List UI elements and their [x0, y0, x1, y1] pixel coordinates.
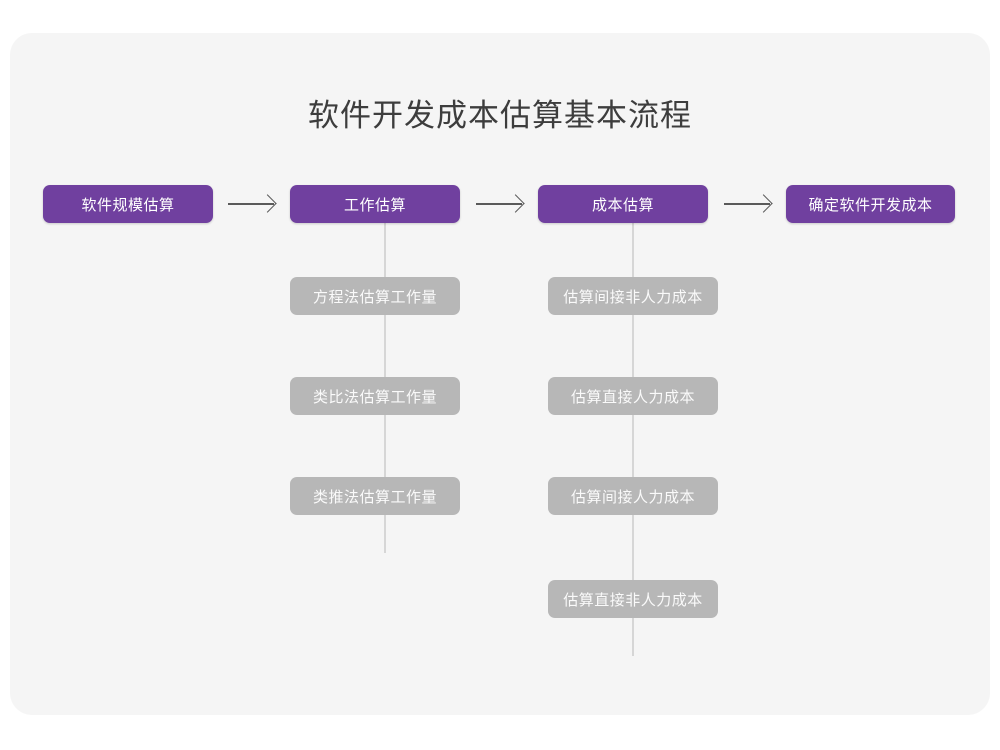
- arrow-right-icon-1: [228, 193, 277, 215]
- branch-item-direct-labor[interactable]: 估算直接人力成本: [548, 377, 718, 415]
- flow-step-cost-estimate[interactable]: 成本估算: [538, 185, 708, 223]
- flow-step-label: 工作估算: [343, 196, 406, 214]
- flow-step-final-cost[interactable]: 确定软件开发成本: [786, 185, 955, 223]
- branch-item-label: 估算直接人力成本: [570, 388, 695, 406]
- branch-item-indirect-nonlabor[interactable]: 估算间接非人力成本: [548, 277, 718, 315]
- arrow-shaft: [228, 203, 274, 205]
- arrow-shaft: [724, 203, 770, 205]
- branch-item-work-equation[interactable]: 方程法估算工作量: [290, 277, 460, 315]
- flow-step-work-estimate[interactable]: 工作估算: [290, 185, 460, 223]
- branch-item-label: 方程法估算工作量: [312, 288, 437, 306]
- branch-item-direct-nonlabor[interactable]: 估算直接非人力成本: [548, 580, 718, 618]
- arrow-right-icon-2: [476, 193, 525, 215]
- branch-item-work-inference[interactable]: 类推法估算工作量: [290, 477, 460, 515]
- flow-step-label: 成本估算: [591, 196, 654, 214]
- branch-item-work-analogy[interactable]: 类比法估算工作量: [290, 377, 460, 415]
- arrow-head: [506, 194, 525, 213]
- branch-item-label: 估算间接非人力成本: [563, 288, 703, 306]
- page-title: 软件开发成本估算基本流程: [308, 98, 692, 133]
- arrow-head: [754, 194, 773, 213]
- branch-item-label: 类比法估算工作量: [312, 388, 437, 406]
- branch-item-label: 类推法估算工作量: [312, 488, 437, 506]
- branch-item-label: 估算直接非人力成本: [563, 591, 703, 609]
- flow-step-software-size[interactable]: 软件规模估算: [43, 185, 213, 223]
- arrow-shaft: [476, 203, 522, 205]
- flow-step-label: 确定软件开发成本: [808, 196, 933, 214]
- branch-item-indirect-labor[interactable]: 估算间接人力成本: [548, 477, 718, 515]
- diagram-card: 软件开发成本估算基本流程 软件规模估算 工作估算 成本估算 确定软件开发成本 方…: [10, 33, 990, 715]
- branch-item-label: 估算间接人力成本: [570, 488, 695, 506]
- arrow-head: [258, 194, 277, 213]
- flow-step-label: 软件规模估算: [81, 196, 175, 214]
- connector-line-cost: [632, 218, 634, 656]
- arrow-right-icon-3: [724, 193, 773, 215]
